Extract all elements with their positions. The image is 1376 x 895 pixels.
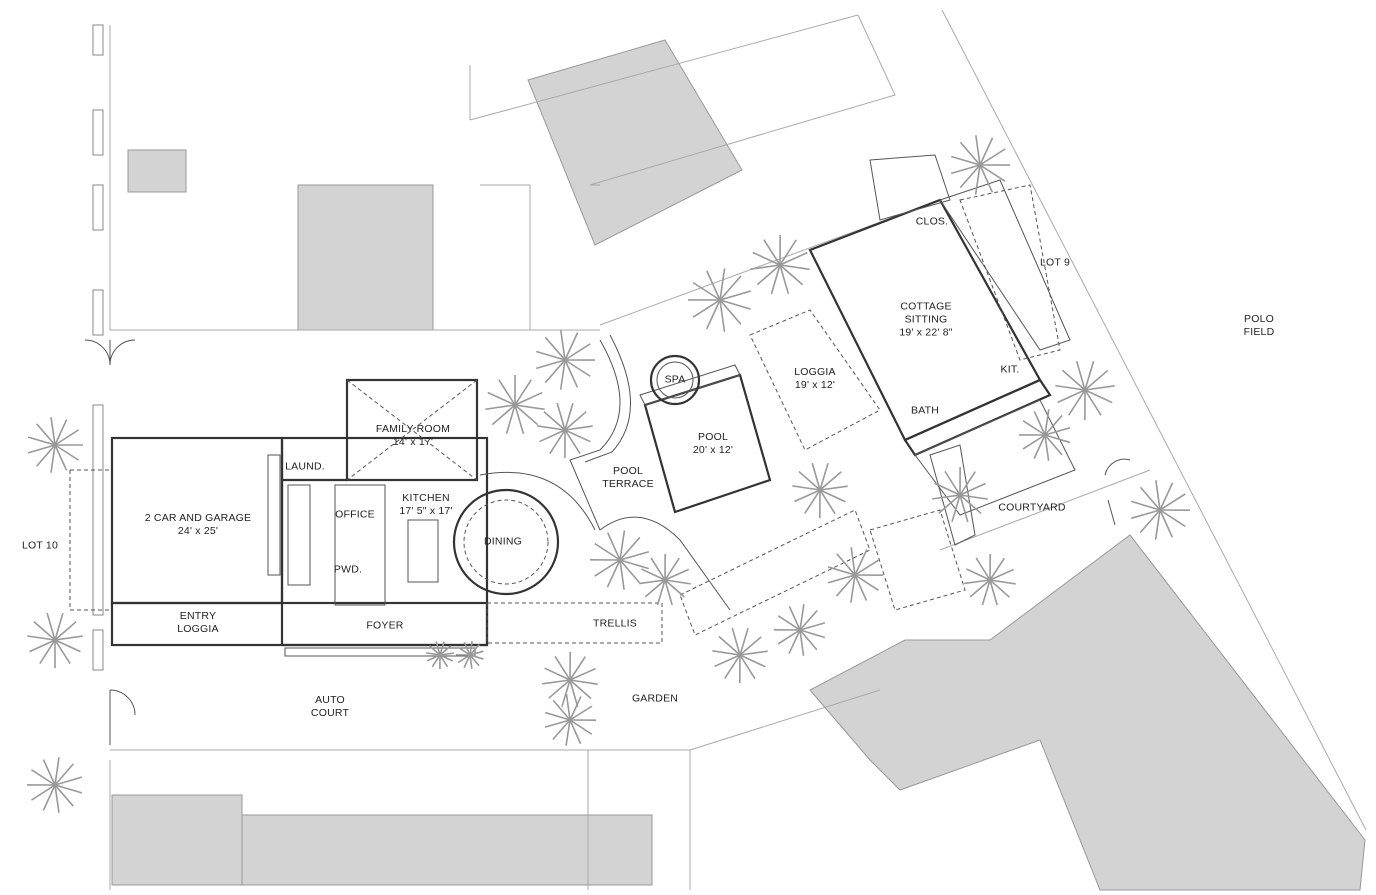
palm-tree-icon <box>537 402 593 459</box>
label-line: ENTRY <box>179 610 217 622</box>
neighbor-building <box>809 534 1366 891</box>
label-line: TERRACE <box>602 478 654 490</box>
bath-label: BATH <box>910 404 940 417</box>
cottage <box>749 154 1076 546</box>
palm-tree-icon <box>535 330 596 390</box>
palm-tree-icon <box>750 234 810 295</box>
neighbor-building <box>297 184 434 331</box>
neighbor-building <box>127 149 187 193</box>
spa-label: SPA <box>664 373 686 386</box>
room-size: 19' x 12' <box>794 379 836 391</box>
room-size: 14' x 17' <box>392 436 434 448</box>
neighbor-buildings <box>111 39 1366 891</box>
neighbor-building <box>527 39 743 246</box>
palm-tree-icon <box>639 553 691 606</box>
palm-tree-icon <box>712 627 768 684</box>
palm-tree-icon <box>455 641 484 669</box>
label-line: FIELD <box>1243 326 1275 338</box>
cottage-kitchen-label: KIT. <box>1000 363 1020 376</box>
palm-tree-icon <box>26 757 83 813</box>
palm-trees <box>26 135 1191 813</box>
palm-tree-icon <box>792 462 848 519</box>
room-name: KITCHEN <box>402 492 450 504</box>
palm-tree-icon <box>773 604 826 656</box>
powder-label: PWD. <box>333 563 363 576</box>
palm-tree-icon <box>687 268 751 332</box>
room-size: 24' x 25' <box>177 525 219 537</box>
dining-label: DINING <box>484 535 522 548</box>
label-line: 20' x 12' <box>692 444 734 456</box>
closet-label: CLOS. <box>915 215 949 228</box>
palm-tree-icon <box>1055 360 1115 421</box>
lot-9-label: LOT 9 <box>1040 256 1070 269</box>
label-line: AUTO <box>315 694 345 706</box>
label-line: SITTING <box>904 313 948 326</box>
palm-tree-icon <box>827 547 884 603</box>
room-size: 19' x 22' 8" <box>899 326 953 339</box>
neighbor-building <box>111 794 243 886</box>
laundry-label: LAUND. <box>285 460 325 473</box>
pool-area <box>479 334 772 611</box>
office-label: OFFICE <box>335 508 375 521</box>
hedges <box>92 24 104 671</box>
label-line: POOL <box>613 465 643 477</box>
neighbor-building <box>241 814 653 886</box>
courtyard-label: COURTYARD <box>998 501 1066 514</box>
lot-10-label: LOT 10 <box>21 539 59 552</box>
garden-label: GARDEN <box>631 692 679 705</box>
room-name: LOGGIA <box>794 366 836 378</box>
palm-tree-icon <box>589 530 650 590</box>
gates <box>84 339 1131 745</box>
palm-tree-icon <box>1130 480 1191 540</box>
room-size: 17' 5" x 17' <box>399 505 453 517</box>
label-line: POOL <box>698 431 728 443</box>
trellis-label: TRELLIS <box>593 617 637 630</box>
label-line: COTTAGE <box>900 300 952 313</box>
foyer-label: FOYER <box>366 619 404 632</box>
trellis <box>486 509 966 644</box>
label-line: POLO <box>1244 313 1274 325</box>
palm-tree-icon <box>426 641 454 670</box>
main-house <box>69 378 560 657</box>
palm-tree-icon <box>964 553 1016 606</box>
palm-tree-icon <box>27 417 83 473</box>
label-line: COURT <box>310 707 350 719</box>
room-name: FAMILY ROOM <box>375 423 451 435</box>
palm-tree-icon <box>485 374 545 435</box>
palm-tree-icon <box>542 651 598 708</box>
palm-tree-icon <box>544 694 597 746</box>
palm-tree-icon <box>950 135 1011 195</box>
room-name: 2 CAR AND GARAGE <box>144 512 252 524</box>
palm-tree-icon <box>1018 409 1071 461</box>
palm-tree-icon <box>932 466 988 523</box>
palm-tree-icon <box>27 612 83 669</box>
label-line: LOGGIA <box>177 623 219 635</box>
